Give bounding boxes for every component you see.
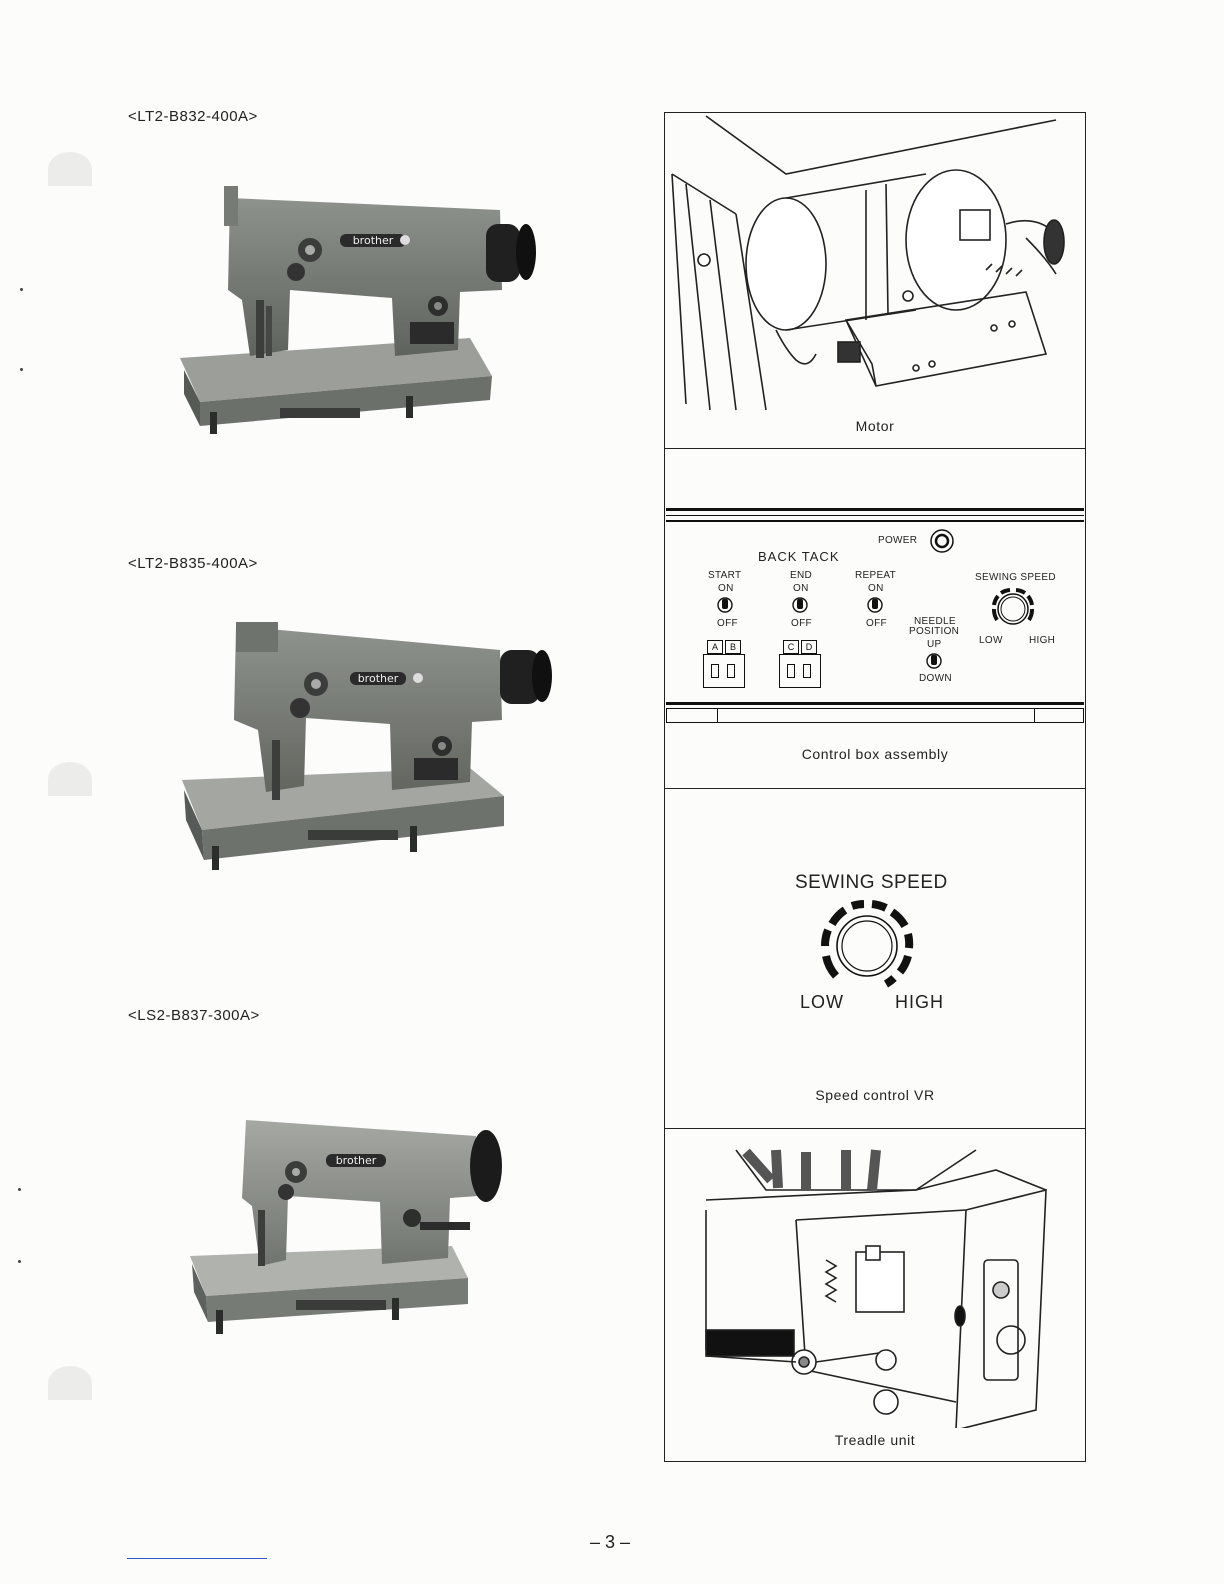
sewing-speed-small-label: SEWING SPEED xyxy=(975,572,1056,583)
speed-low-small-label: LOW xyxy=(979,635,1003,646)
position-label: POSITION xyxy=(909,626,959,637)
page-number: – 3 – xyxy=(560,1532,660,1553)
switch-block-ab[interactable]: A B xyxy=(703,640,745,688)
underline-link[interactable] xyxy=(127,1558,267,1559)
start-toggle-icon[interactable] xyxy=(716,595,734,615)
needle-down-label: DOWN xyxy=(919,673,952,684)
machine-photo-ls2-b837: brother xyxy=(186,1110,526,1340)
control-box-top-rail-thin xyxy=(666,515,1084,516)
margin-dot xyxy=(18,1260,21,1263)
end-on-label: ON xyxy=(793,583,809,594)
punch-hole-top xyxy=(48,152,92,186)
control-box-panel: POWER BACK TACK START ON OFF END ON OFF … xyxy=(666,508,1084,726)
divider-motor xyxy=(664,448,1086,449)
machine-photo-lt2-b835: brother xyxy=(178,620,558,880)
control-box-top-rail xyxy=(666,508,1084,511)
motor-illustration xyxy=(666,114,1084,414)
divider-control-box xyxy=(664,788,1086,789)
switch-c-tag: C xyxy=(783,640,799,654)
start-off-label: OFF xyxy=(717,618,738,629)
control-box-foot-right xyxy=(1034,709,1084,723)
switch-c-lever xyxy=(787,664,795,678)
repeat-off-label: OFF xyxy=(866,618,887,629)
needle-toggle-icon[interactable] xyxy=(925,651,943,671)
brand-badge-text: brother xyxy=(353,234,394,247)
speed-control-title: SEWING SPEED xyxy=(795,872,948,894)
switch-d-tag: D xyxy=(801,640,817,654)
end-off-label: OFF xyxy=(791,618,812,629)
speed-high-small-label: HIGH xyxy=(1029,635,1055,646)
repeat-on-label: ON xyxy=(868,583,884,594)
control-box-base xyxy=(718,722,1034,723)
needle-up-label: UP xyxy=(927,639,942,650)
switch-b-tag: B xyxy=(725,640,741,654)
model-label-lt2-b835: <LT2-B835-400A> xyxy=(128,555,258,572)
brand-badge-text: brother xyxy=(358,672,399,685)
power-label: POWER xyxy=(878,535,917,546)
end-toggle-icon[interactable] xyxy=(791,595,809,615)
control-box-top-rail-bold xyxy=(666,520,1084,522)
control-box-bottom-rail-thin xyxy=(666,708,1084,709)
switch-d-lever xyxy=(803,664,811,678)
start-on-label: ON xyxy=(718,583,734,594)
margin-dot xyxy=(18,1188,21,1191)
caption-speed-control: Speed control VR xyxy=(664,1087,1086,1103)
margin-dot xyxy=(20,368,23,371)
model-label-lt2-b832: <LT2-B832-400A> xyxy=(128,108,258,125)
start-label: START xyxy=(708,570,741,581)
control-box-bottom-rail xyxy=(666,702,1084,705)
caption-motor: Motor xyxy=(664,418,1086,434)
margin-dot xyxy=(20,288,23,291)
switch-a-lever xyxy=(711,664,719,678)
repeat-label: REPEAT xyxy=(855,570,896,581)
caption-treadle: Treadle unit xyxy=(664,1432,1086,1448)
caption-control-box: Control box assembly xyxy=(664,746,1086,762)
back-tack-label: BACK TACK xyxy=(758,549,839,564)
brand-badge-text: brother xyxy=(336,1154,377,1167)
punch-hole-bottom xyxy=(48,1366,92,1400)
speed-high-label: HIGH xyxy=(895,992,944,1013)
switch-b-lever xyxy=(727,664,735,678)
punch-hole-middle xyxy=(48,762,92,796)
power-lamp-icon xyxy=(929,528,955,554)
treadle-illustration xyxy=(666,1130,1084,1428)
divider-speed xyxy=(664,1128,1086,1129)
switch-ab-body xyxy=(703,654,745,688)
end-label: END xyxy=(790,570,812,581)
switch-block-cd[interactable]: C D xyxy=(779,640,821,688)
repeat-toggle-icon[interactable] xyxy=(866,595,884,615)
switch-cd-body xyxy=(779,654,821,688)
model-label-ls2-b837: <LS2-B837-300A> xyxy=(128,1007,260,1024)
sewing-speed-knob-small[interactable] xyxy=(988,584,1038,634)
switch-a-tag: A xyxy=(707,640,723,654)
speed-low-label: LOW xyxy=(800,992,844,1013)
control-box-foot-left xyxy=(666,709,718,723)
speed-control-knob-large[interactable] xyxy=(812,896,922,996)
machine-photo-lt2-b832: brother xyxy=(170,180,550,440)
